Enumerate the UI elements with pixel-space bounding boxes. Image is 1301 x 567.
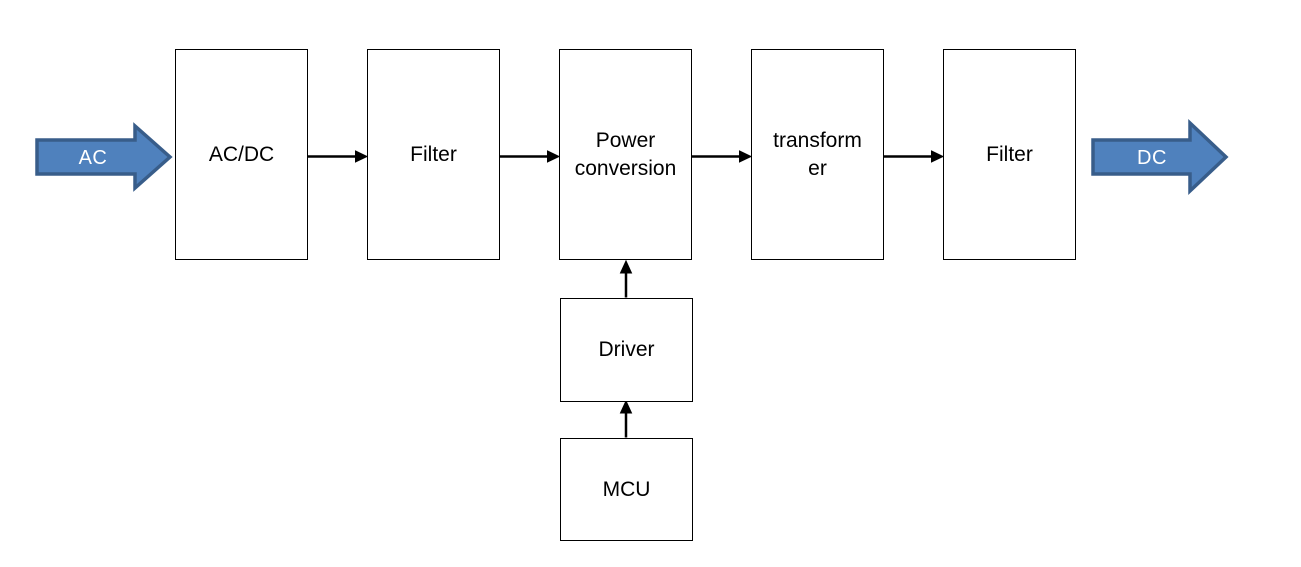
block-power-conversion: Power conversion <box>559 49 692 260</box>
block-acdc: AC/DC <box>175 49 308 260</box>
block-transformer: transform er <box>751 49 884 260</box>
block-mcu: MCU <box>560 438 693 541</box>
dc-output-arrow: DC <box>1091 118 1229 196</box>
ac-input-arrow-label: AC <box>79 147 108 169</box>
connector-mcu-to-driver <box>619 399 633 438</box>
connector-filter-to-power <box>500 150 561 163</box>
block-filter-input: Filter <box>367 49 500 260</box>
connector-acdc-to-filter <box>308 150 369 163</box>
block-filter-output: Filter <box>943 49 1076 260</box>
connector-power-to-transformer <box>692 150 753 163</box>
dc-output-arrow-shape <box>1091 118 1229 196</box>
dc-output-arrow-label: DC <box>1137 147 1167 169</box>
ac-input-arrow-shape <box>35 122 173 192</box>
connector-transformer-to-filter <box>884 150 945 163</box>
connector-driver-to-power <box>619 259 633 298</box>
block-driver: Driver <box>560 298 693 402</box>
ac-input-arrow: AC <box>35 122 173 192</box>
